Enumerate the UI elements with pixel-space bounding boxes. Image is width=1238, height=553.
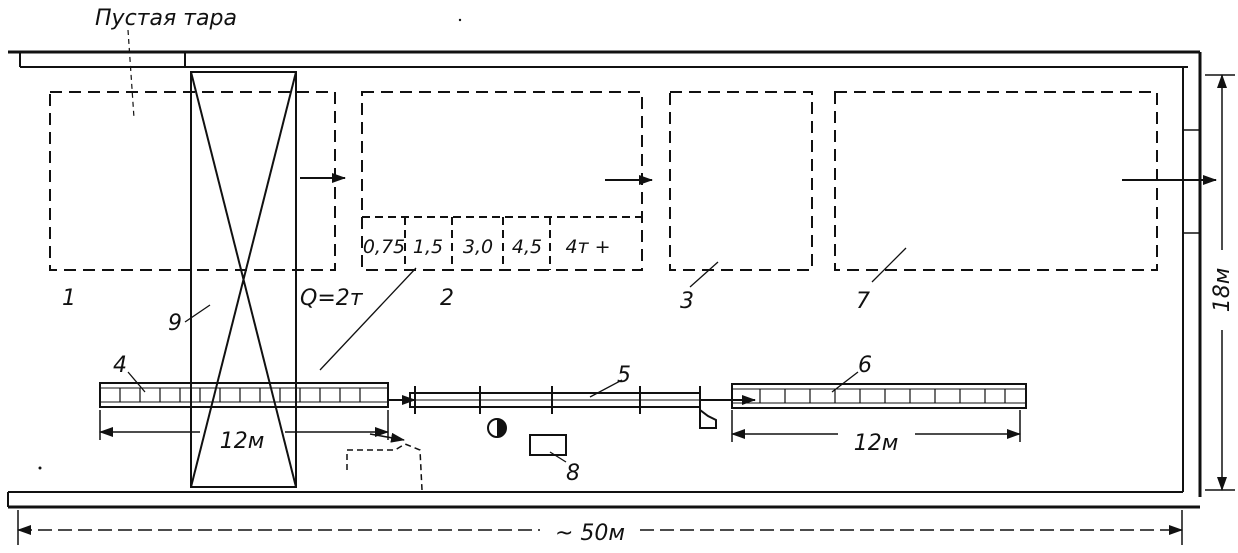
flow-arrows: [300, 173, 1217, 185]
zone-3-label: 3: [680, 289, 694, 314]
conveyor-4: [99, 382, 389, 408]
dimension-width: [1205, 74, 1235, 491]
zone-7-label: 7: [856, 289, 870, 314]
dimension-conveyor-right-label: 12м: [854, 431, 899, 456]
zone-1-label: 1: [62, 286, 76, 311]
conveyor-4-leader: [127, 371, 146, 393]
scan-dot: [458, 18, 462, 22]
dimension-length-label: ~ 50м: [555, 521, 625, 546]
conveyor-6-leader: [831, 371, 859, 393]
crane-runway: [190, 71, 297, 488]
scale-label: 8: [566, 461, 580, 486]
scale-platform: [529, 434, 567, 456]
zone-3-leader: [689, 261, 719, 288]
empty-tare-label: Пустая тара: [95, 6, 237, 31]
conveyor-4-label: 4: [113, 353, 127, 378]
crane-capacity-label: Q=2т: [300, 286, 364, 311]
scan-dot: [38, 466, 42, 470]
zone-7-leader: [871, 247, 907, 283]
dimension-conveyor-right: [731, 410, 1021, 442]
zone-2-label: 2: [440, 286, 454, 311]
conveyor-6: [731, 383, 1027, 409]
empty-tare-leader: [127, 29, 135, 119]
weight-cell-2: 1,5: [413, 236, 443, 258]
weight-cell-5: 4т +: [565, 236, 610, 258]
zone-3: [669, 91, 813, 271]
operator-position-symbol: [487, 418, 507, 438]
weight-cell-1: 0,75: [363, 236, 405, 258]
dimension-conveyor-left: [99, 410, 389, 440]
scale-leader: [549, 451, 567, 463]
weight-cell-3: 3,0: [463, 236, 493, 258]
auxiliary-equipment-outline: [346, 432, 423, 491]
zone-7: [834, 91, 1158, 271]
dimension-width-label: 18м: [1210, 268, 1235, 313]
zone-1: [49, 91, 336, 271]
crane-label: 9: [168, 311, 182, 336]
building-walls: [7, 50, 1202, 509]
conveyor-5: [388, 386, 756, 429]
dimension-conveyor-left-label: 12м: [220, 429, 265, 454]
weight-sorting-cells: [362, 216, 642, 270]
dimension-length: [17, 510, 1183, 545]
weight-cell-4: 4,5: [512, 236, 542, 258]
conveyor-5-leader: [589, 379, 623, 398]
conveyor-5-label: 5: [617, 363, 631, 388]
crane-leader: [184, 304, 211, 323]
conveyor-6-label: 6: [858, 353, 872, 378]
zone-2-leader: [319, 267, 417, 371]
